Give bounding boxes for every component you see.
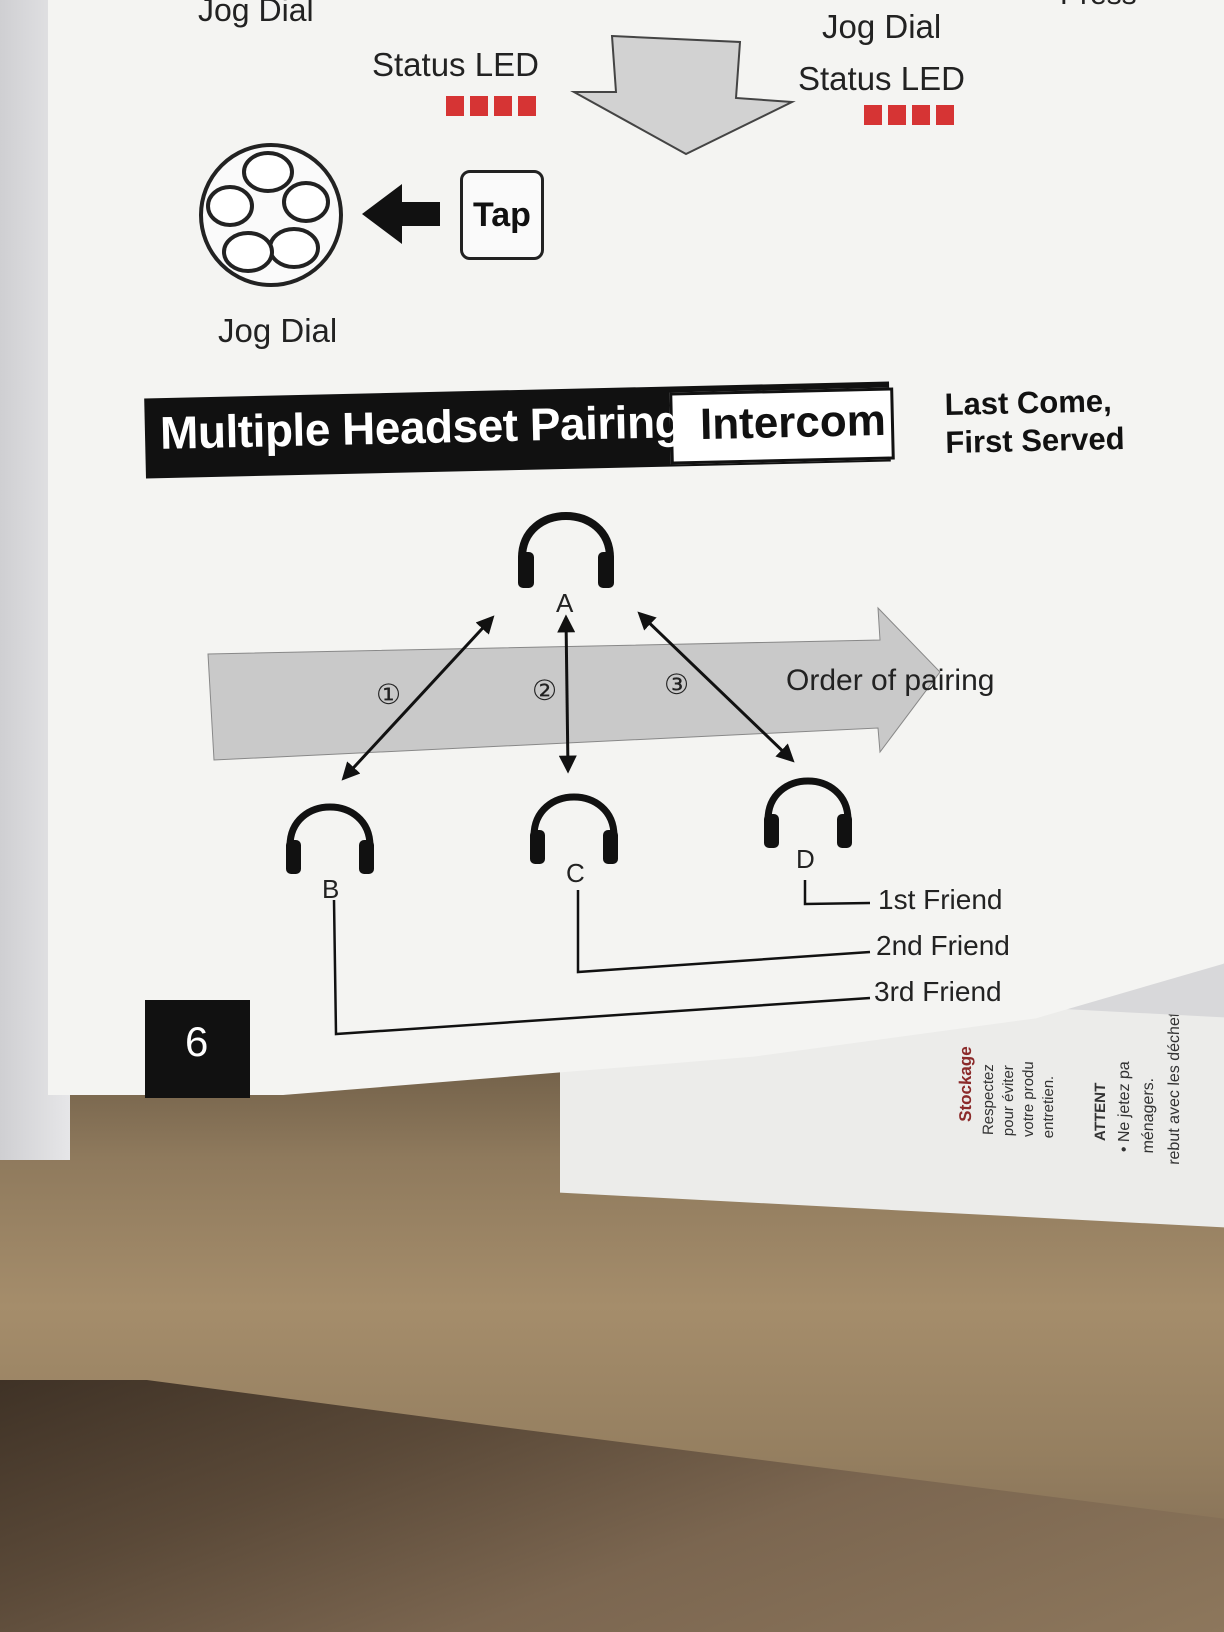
jog-dial-icon xyxy=(199,143,343,287)
step-3: ③ xyxy=(664,668,689,701)
status-led-left xyxy=(446,96,536,116)
pair-line-1 xyxy=(341,615,495,781)
order-label: Order of pairing xyxy=(786,664,994,697)
status-led-right xyxy=(864,105,954,125)
jog-dial-label-top-right: Jog Dial xyxy=(822,8,942,45)
headset-label-c: C xyxy=(566,858,585,888)
connector-b xyxy=(332,899,871,1036)
friend-label-3: 3rd Friend xyxy=(874,976,1002,1007)
pair-line-2 xyxy=(557,614,577,774)
headset-label-d: D xyxy=(796,844,815,874)
tap-button: Tap xyxy=(460,170,544,260)
pairing-diagram: A B C D ① ② ③ Order of pairing xyxy=(207,512,994,1036)
friend-label-2: 2nd Friend xyxy=(876,930,1010,961)
pair-line-3 xyxy=(637,611,795,763)
connector-d xyxy=(803,880,871,906)
step-1: ① xyxy=(376,678,401,711)
headset-icon xyxy=(530,793,618,864)
page-number: 6 xyxy=(185,1018,209,1065)
step-2: ② xyxy=(532,674,557,707)
headset-icon xyxy=(286,803,374,874)
jog-dial-label-bottom: Jog Dial xyxy=(218,312,338,349)
down-arrow-icon xyxy=(570,34,796,156)
headset-label-a: A xyxy=(556,588,574,618)
press-label-partial: Press xyxy=(1060,0,1137,12)
headset-icon xyxy=(518,512,614,588)
status-led-label-right: Status LED xyxy=(798,60,965,97)
connector-c xyxy=(576,890,871,974)
headset-label-b: B xyxy=(322,874,339,904)
jog-dial-label-top-left: Jog Dial xyxy=(198,0,314,28)
headset-icon xyxy=(764,777,852,848)
status-led-label-left: Status LED xyxy=(372,46,539,83)
page-number-box xyxy=(145,1000,250,1098)
left-arrow-icon xyxy=(362,184,440,244)
friend-label-1: 1st Friend xyxy=(878,884,1003,915)
